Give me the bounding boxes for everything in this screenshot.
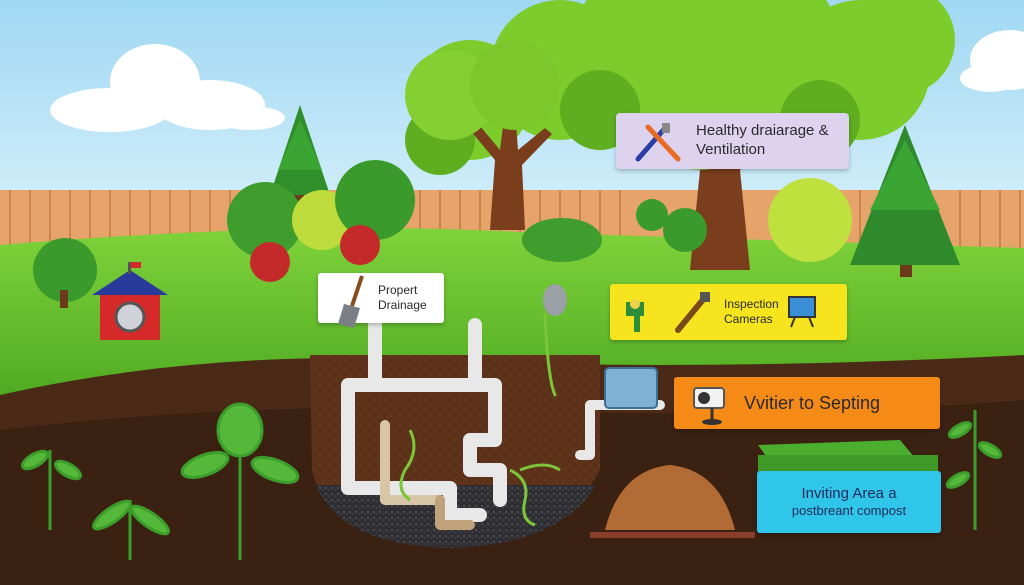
medium-tree <box>405 40 560 230</box>
compost-pile <box>590 465 755 538</box>
inspection-line2: Cameras <box>724 312 773 326</box>
plants-left <box>21 402 300 560</box>
pine-tree-left <box>270 105 330 210</box>
septic-label: Vvitier to Septing <box>744 392 881 413</box>
cloud <box>50 44 285 132</box>
drainage-line2: Drainage <box>378 298 427 312</box>
cloud-right <box>960 30 1024 92</box>
pipe-vines <box>399 429 561 527</box>
plants-right <box>945 410 1003 530</box>
inspection-line1: Inspection <box>724 297 779 311</box>
ventilation-line2: Ventilation <box>696 141 766 158</box>
compost-line2: postbreant compost <box>791 503 907 519</box>
camera-icon <box>626 292 710 333</box>
ventilation-line1: Healthy draiarage & <box>696 122 829 140</box>
shovel-icon <box>338 275 364 328</box>
compost-callout: Inviting Area a postbreant compost <box>757 471 941 533</box>
pine-tree-right <box>850 125 960 277</box>
drainage-line1: Propert <box>378 283 418 297</box>
pump-device <box>604 367 658 409</box>
drainage-callout: Propert Drainage <box>318 273 444 328</box>
birdhouse <box>92 262 168 340</box>
vent-pole <box>543 284 567 316</box>
monitor-icon <box>787 296 816 328</box>
camera-icon <box>693 387 725 425</box>
inspection-callout: Inspection Cameras <box>610 284 847 340</box>
ventilation-callout: Healthy draiarage & Ventilation <box>616 113 849 169</box>
tools-icon <box>635 123 681 162</box>
septic-callout: Vvitier to Septing <box>674 377 940 429</box>
bushes <box>33 160 852 308</box>
compost-line1: Inviting Area a <box>801 484 897 502</box>
